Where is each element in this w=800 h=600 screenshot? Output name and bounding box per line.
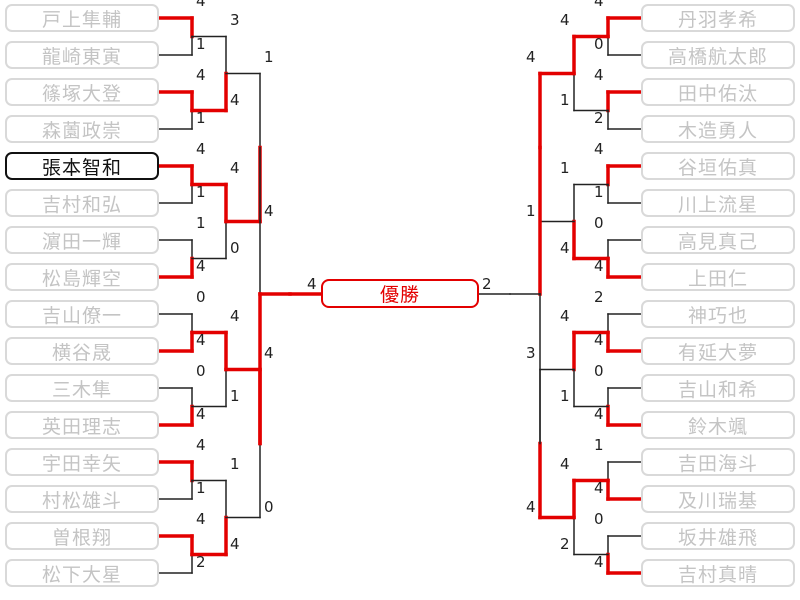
left-r3-m0-score-bottom: 4	[264, 201, 274, 220]
left-player-7: 松島輝空	[5, 263, 159, 291]
left-player-4: 張本智和	[5, 152, 159, 180]
left-r1-m7-score-bottom: 2	[196, 553, 206, 571]
left-final-score: 4	[307, 275, 317, 293]
left-player-3: 森薗政崇	[5, 115, 159, 143]
right-player-4: 谷垣佑真	[641, 152, 795, 180]
left-player-15: 松下大星	[5, 559, 159, 587]
right-r1-m4-score-bottom: 4	[594, 331, 604, 349]
left-player-14: 曽根翔	[5, 522, 159, 550]
right-player-12: 吉田海斗	[641, 448, 795, 476]
right-player-13: 及川瑞基	[641, 485, 795, 513]
right-player-5: 川上流星	[641, 189, 795, 217]
left-r1-m5-score-bottom: 4	[196, 405, 206, 423]
left-r3-m1-score-bottom: 0	[264, 497, 274, 516]
right-r1-m7-score-top: 0	[594, 510, 604, 528]
left-player-5: 吉村和弘	[5, 189, 159, 217]
right-r1-m0-score-top: 4	[594, 0, 604, 10]
right-r2-m2-score-top: 4	[560, 306, 570, 325]
champion-box: 優勝	[321, 279, 479, 308]
right-r3-m0-score-bottom: 1	[526, 201, 536, 220]
left-player-11: 英田理志	[5, 411, 159, 439]
left-r1-m4-score-bottom: 4	[196, 331, 206, 349]
right-player-2: 田中佑汰	[641, 78, 795, 106]
right-r1-m2-score-bottom: 1	[594, 183, 604, 201]
left-r3-m0-score-top: 1	[264, 47, 274, 66]
left-r1-m6-score-bottom: 1	[196, 479, 206, 497]
left-r1-m0-score-bottom: 1	[196, 35, 206, 53]
left-r1-m1-score-top: 4	[196, 66, 206, 84]
right-player-9: 有延大夢	[641, 337, 795, 365]
left-r1-m0-score-top: 4	[196, 0, 206, 10]
left-player-8: 吉山僚一	[5, 300, 159, 328]
left-player-2: 篠塚大登	[5, 78, 159, 106]
right-r2-m3-score-top: 4	[560, 454, 570, 473]
left-r1-m2-score-bottom: 1	[196, 183, 206, 201]
right-r1-m6-score-top: 1	[594, 436, 604, 454]
right-r1-m4-score-top: 2	[594, 288, 604, 306]
left-r1-m2-score-top: 4	[196, 140, 206, 158]
right-r2-m1-score-bottom: 4	[560, 238, 570, 257]
right-r1-m6-score-bottom: 4	[594, 479, 604, 497]
left-r1-m7-score-top: 4	[196, 510, 206, 528]
left-r2-m1-score-top: 4	[230, 158, 240, 177]
left-r1-m3-score-top: 1	[196, 214, 206, 232]
right-r2-m0-score-bottom: 1	[560, 90, 570, 109]
right-r1-m5-score-top: 0	[594, 362, 604, 380]
left-r2-m3-score-bottom: 4	[230, 534, 240, 553]
right-player-11: 鈴木颯	[641, 411, 795, 439]
right-player-0: 丹羽孝希	[641, 4, 795, 32]
right-r1-m3-score-top: 0	[594, 214, 604, 232]
left-r2-m3-score-top: 1	[230, 454, 240, 473]
right-player-8: 神巧也	[641, 300, 795, 328]
left-r2-m0-score-top: 3	[230, 10, 240, 29]
left-r1-m6-score-top: 4	[196, 436, 206, 454]
left-r1-m1-score-bottom: 1	[196, 109, 206, 127]
left-player-0: 戸上隼輔	[5, 4, 159, 32]
left-r1-m3-score-bottom: 4	[196, 257, 206, 275]
left-player-10: 三木隼	[5, 374, 159, 402]
right-r3-m0-score-top: 4	[526, 47, 536, 66]
right-player-7: 上田仁	[641, 263, 795, 291]
left-player-6: 濵田一輝	[5, 226, 159, 254]
right-player-15: 吉村真晴	[641, 559, 795, 587]
right-player-10: 吉山和希	[641, 374, 795, 402]
right-r1-m3-score-bottom: 4	[594, 257, 604, 275]
right-r3-m1-score-bottom: 4	[526, 497, 536, 516]
left-r1-m4-score-top: 0	[196, 288, 206, 306]
champion-label: 優勝	[379, 284, 420, 306]
right-r2-m2-score-bottom: 1	[560, 386, 570, 405]
right-player-14: 坂井雄飛	[641, 522, 795, 550]
left-player-9: 横谷晟	[5, 337, 159, 365]
right-r1-m7-score-bottom: 4	[594, 553, 604, 571]
right-r3-m1-score-top: 3	[526, 343, 536, 362]
left-r2-m2-score-top: 4	[230, 306, 240, 325]
right-player-1: 高橋航太郎	[641, 41, 795, 69]
right-final-score: 2	[482, 275, 492, 293]
right-r2-m0-score-top: 4	[560, 10, 570, 29]
right-r1-m0-score-bottom: 0	[594, 35, 604, 53]
right-r1-m1-score-bottom: 2	[594, 109, 604, 127]
left-player-1: 龍崎東寅	[5, 41, 159, 69]
left-r2-m0-score-bottom: 4	[230, 90, 240, 109]
left-player-12: 宇田幸矢	[5, 448, 159, 476]
right-r2-m1-score-top: 1	[560, 158, 570, 177]
right-r1-m1-score-top: 4	[594, 66, 604, 84]
right-r2-m3-score-bottom: 2	[560, 534, 570, 553]
right-player-6: 高見真己	[641, 226, 795, 254]
left-r2-m1-score-bottom: 0	[230, 238, 240, 257]
right-r1-m2-score-top: 4	[594, 140, 604, 158]
left-r2-m2-score-bottom: 1	[230, 386, 240, 405]
left-r1-m5-score-top: 0	[196, 362, 206, 380]
right-player-3: 木造勇人	[641, 115, 795, 143]
left-player-13: 村松雄斗	[5, 485, 159, 513]
left-r3-m1-score-top: 4	[264, 343, 274, 362]
right-r1-m5-score-bottom: 4	[594, 405, 604, 423]
